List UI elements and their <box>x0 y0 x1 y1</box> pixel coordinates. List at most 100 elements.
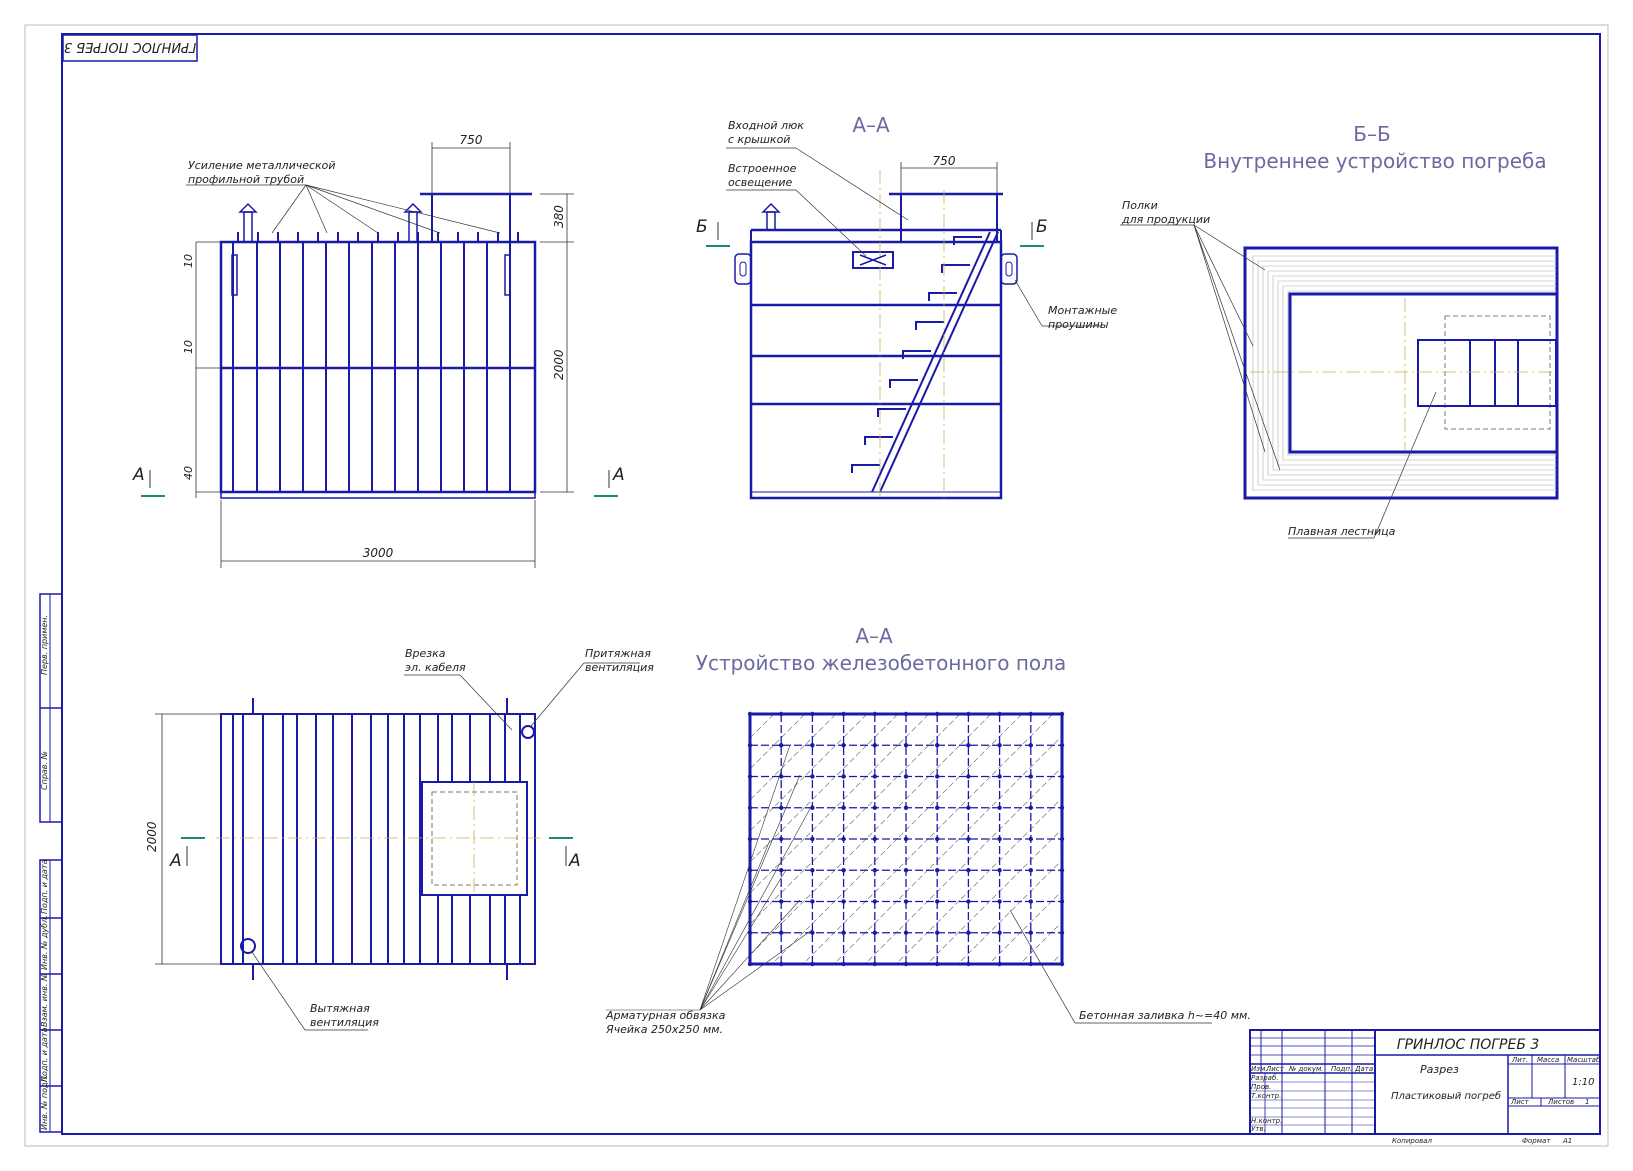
rebar-node <box>903 899 909 904</box>
tb-head-list: Лист <box>1265 1065 1285 1073</box>
rebar-node <box>997 961 1002 967</box>
floor-title: А–А <box>855 624 893 648</box>
rebar-leader <box>699 744 791 1011</box>
stair-step <box>928 292 957 301</box>
wood-grain <box>1282 285 1557 461</box>
bb-inner <box>1288 292 1557 454</box>
rebar-leader <box>699 804 813 1011</box>
rebar-node <box>841 868 846 873</box>
callout-concrete: Бетонная заливка h~=40 мм. <box>1079 1009 1251 1022</box>
rebar-node <box>1028 930 1034 935</box>
rebar-node <box>935 930 940 935</box>
rebar-node <box>810 743 815 748</box>
callout-supply-1: Притяжная <box>585 647 651 660</box>
top-body <box>220 713 536 965</box>
tb-head-izm: Изм. <box>1251 1065 1267 1073</box>
section-bb-title: Б–Б <box>1353 122 1390 146</box>
rebar-node <box>872 930 877 935</box>
rebar-node <box>935 774 940 779</box>
corner-title: ГРИНЛОС ПОГРЕБ 3 <box>64 39 196 54</box>
tb-row-nkontr: Н.контр. <box>1251 1117 1282 1125</box>
tb-copied: Копировал <box>1392 1137 1433 1145</box>
rebar-leader <box>699 929 813 1011</box>
rebar-node <box>841 930 846 935</box>
rebar-node <box>1028 836 1034 842</box>
section-mark-front-left: А <box>132 465 145 485</box>
rebar-node <box>872 961 877 967</box>
rebar-node <box>935 899 940 904</box>
section-bb-subtitle: Внутреннее устройство погреба <box>1203 149 1546 173</box>
callout-lugs-2: проушины <box>1048 318 1109 331</box>
tb-lit: Лит. <box>1511 1056 1528 1064</box>
tb-sheet: Лист <box>1510 1098 1530 1106</box>
rebar-node <box>903 868 909 873</box>
title-block-text: ГРИНЛОС ПОГРЕБ 3 Разрез Пластиковый погр… <box>1251 1037 1601 1145</box>
tb-row-razrab: Разраб. <box>1251 1074 1279 1082</box>
rebar-node <box>810 930 815 935</box>
rebar-node <box>841 836 846 842</box>
rebar-node <box>747 899 753 904</box>
stair-step <box>941 264 970 273</box>
rebar-node <box>810 836 815 842</box>
tb-scale: 1:10 <box>1572 1077 1594 1088</box>
wood-grain <box>1277 280 1557 466</box>
stair-step <box>851 464 880 473</box>
callout-cable-1: Врезка <box>405 647 446 660</box>
rebar-node <box>997 711 1002 717</box>
rebar-node <box>935 711 940 717</box>
rebar-node <box>966 930 971 935</box>
section-mark-front-right: А <box>612 465 625 485</box>
rebar-node <box>810 868 815 873</box>
rebar-node <box>841 774 846 779</box>
rebar-node <box>935 743 940 748</box>
rebar-node <box>966 868 971 873</box>
sheet-trim <box>24 24 1609 1147</box>
rebar-node <box>1059 836 1065 842</box>
title-block <box>1249 1029 1601 1135</box>
rebar-node <box>935 836 940 842</box>
floor-view: А–А Устройство железобетонного пола Арма… <box>605 624 1251 1036</box>
callout-lugs-1: Монтажные <box>1048 304 1117 317</box>
corner-title-box <box>62 34 198 62</box>
tb-scale-label: Масштаб <box>1567 1056 1601 1064</box>
strip-label-1: Перв. примен. <box>40 615 49 675</box>
rebar-node <box>747 711 753 717</box>
callout-rebar-1: Арматурная обвязка <box>605 1009 726 1022</box>
rebar-node <box>966 711 971 717</box>
rebar-node <box>810 899 815 904</box>
rebar-node <box>810 805 815 810</box>
callout-supply-2: вентиляция <box>585 661 654 674</box>
bb-outer <box>1243 246 1559 500</box>
tb-head-data: Дата <box>1354 1065 1373 1073</box>
aa-body <box>749 240 1003 500</box>
callout-shelves-1: Полки <box>1122 199 1158 212</box>
dim-380: 380 <box>552 205 566 228</box>
rebar-node <box>779 930 784 935</box>
section-bb-view: Б–Б Внутреннее устройство погреба Полки … <box>1120 122 1559 539</box>
tb-row-utv: Утв. <box>1251 1125 1266 1133</box>
wood-grain <box>1262 265 1557 481</box>
rebar-node <box>872 743 877 748</box>
rebar-node <box>872 868 877 873</box>
rebar-node <box>903 930 909 935</box>
rebar-node <box>966 899 971 904</box>
rebar-node <box>841 711 846 717</box>
stair-step <box>915 321 944 330</box>
rebar-node <box>903 805 909 810</box>
rebar-node <box>997 774 1002 779</box>
tb-row-tkontr: Т.контр. <box>1251 1092 1281 1100</box>
strip-label-3: Подп. и дата <box>40 859 49 914</box>
rebar-leader <box>699 899 801 1011</box>
strip-label-5: Взам. инв. № <box>40 973 49 1027</box>
dim-750-aa: 750 <box>933 154 956 168</box>
rebar-node <box>747 961 753 967</box>
wood-grain <box>1257 260 1557 486</box>
callout-exhaust-2: вентиляция <box>310 1016 379 1029</box>
rebar-node <box>747 774 753 779</box>
rebar-node <box>903 961 909 967</box>
tb-sheets-val: 1 <box>1585 1098 1589 1106</box>
rebar-node <box>903 836 909 842</box>
callout-reinforcement-2: профильной трубой <box>188 173 304 186</box>
rebar-node <box>997 899 1002 904</box>
